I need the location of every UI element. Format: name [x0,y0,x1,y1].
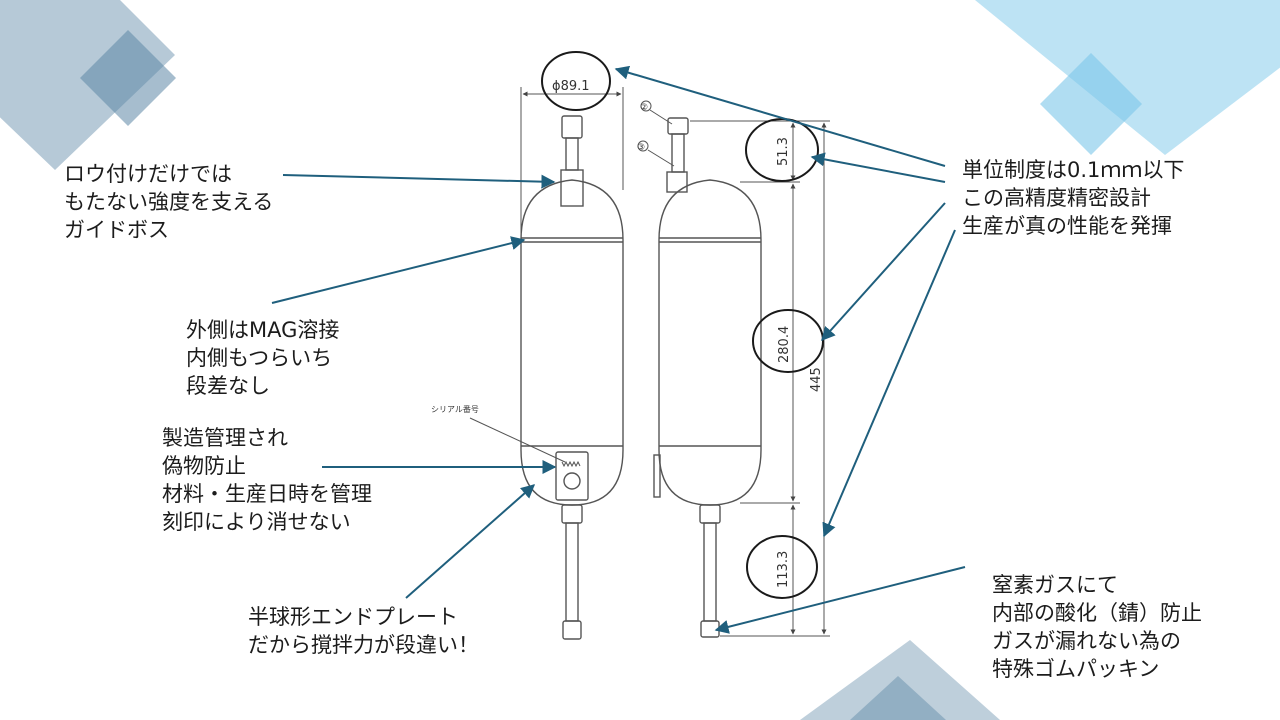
side-top-fitting [667,117,689,135]
callout-welding: 外側はMAG溶接 内側もつらいち 段差なし [186,316,339,400]
bottom-fitting-lower [562,620,582,640]
bottom-pipe [565,522,579,622]
callout-end-plate-line-2: だから撹拌力が段違い！ [248,633,479,657]
callout-precision: 単位制度は0.1ｍｍ以下 この高精度精密設計 生産が真の性能を発揮 [962,156,1184,240]
circle-dim-bottom [746,535,818,599]
top-fitting [561,115,583,139]
vessel-side-view [637,100,762,638]
callout-end-plate: 半球形エンドプレート だから撹拌力が段違い！ [248,603,479,659]
side-boss [666,171,688,193]
side-vessel-body [658,179,762,506]
diameter-label: ϕ89.1 [552,79,590,94]
callout-nitrogen-line-1: 窒素ガスにて [992,573,1118,597]
callout-guide-boss: ロウ付けだけでは もたない強度を支える ガイドボス [64,160,273,244]
circle-dim-top [745,118,819,182]
serial-tag-label: シリアル番号 [431,404,479,414]
callout-serial-line-2: 偽物防止 [162,454,246,478]
callout-precision-line-2: この高精度精密設計 [962,186,1151,210]
vessel-body [520,179,624,506]
callout-serial-line-4: 刻印により消せない [162,510,351,534]
callout-serial-line-1: 製造管理され [162,426,288,450]
guide-boss [560,169,584,207]
arrow-precision-bottom [822,229,956,538]
side-mount [653,454,661,498]
callout-arrows [271,65,966,634]
callout-nitrogen: 窒素ガスにて 内部の酸化（錆）防止 ガスが漏れない為の 特殊ゴムパッキン [992,571,1202,683]
dim-top-label: 51.3 [776,137,791,166]
arrow-precision-middle [821,202,946,342]
bottom-fitting-upper [561,504,583,524]
serial-plate [555,451,589,501]
serial-hole [563,472,581,490]
arrow-nitrogen [714,566,966,634]
callout-guide-boss-line-3: ガイドボス [64,218,169,242]
vertical-dimensions [690,120,830,637]
callout-welding-line-2: 内側もつらいち [186,346,333,370]
callout-welding-line-1: 外側はMAG溶接 [186,318,340,342]
marker-3: ③ [637,143,645,153]
dim-middle-label: 280.4 [777,326,792,363]
arrow-end-plate [405,484,536,599]
callout-serial-line-3: 材料・生産日時を管理 [162,482,372,506]
arrow-guide-boss [282,174,556,189]
side-bottom-pipe [703,522,717,622]
arrow-precision-top [810,152,946,183]
dim-bottom-label: 113.3 [776,551,791,588]
callout-serial: 製造管理され 偽物防止 材料・生産日時を管理 刻印により消せない [162,424,372,536]
side-bottom-fitting [699,504,721,524]
callout-nitrogen-line-2: 内部の酸化（錆）防止 [992,601,1202,625]
circle-diameter [541,51,611,111]
vessel-front-view [469,87,624,640]
callout-nitrogen-line-4: 特殊ゴムパッキン [992,657,1160,681]
callout-guide-boss-line-1: ロウ付けだけでは [64,162,232,186]
callout-welding-line-3: 段差なし [186,374,270,398]
callout-precision-line-3: 生産が真の性能を発揮 [962,214,1172,238]
callout-nitrogen-line-3: ガスが漏れない為の [992,629,1181,653]
top-pipe [565,137,579,171]
callout-guide-boss-line-2: もたない強度を支える [64,190,274,214]
dim-total-label: 445 [809,367,824,392]
arrow-precision-diameter [614,65,946,167]
callout-end-plate-line-1: 半球形エンドプレート [248,605,458,629]
callout-precision-line-1: 単位制度は0.1ｍｍ以下 [962,158,1185,182]
marker-2: ② [640,103,648,113]
arrow-weld [271,236,526,304]
